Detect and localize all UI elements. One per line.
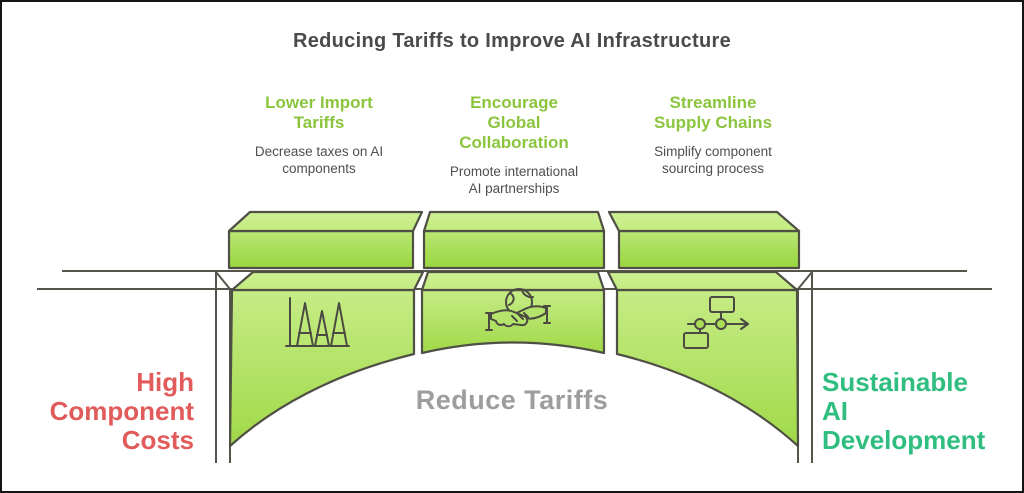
- column-description: Decrease taxes on AI components: [254, 144, 384, 176]
- block-left-top: [227, 210, 424, 233]
- left-pillar: [215, 271, 231, 463]
- arch-section-right-top: [606, 270, 799, 292]
- bridge-blocks: [227, 210, 801, 270]
- block-right-top: [607, 210, 801, 233]
- column-heading: Lower Import Tariffs: [265, 93, 373, 132]
- column-heading: Encourage Global Collaboration: [459, 93, 569, 152]
- column-description: Simplify component sourcing process: [654, 144, 772, 176]
- block-left-front: [227, 229, 415, 270]
- process-flow-icon: [683, 296, 749, 349]
- label-reduce-tariffs: Reduce Tariffs: [415, 385, 609, 415]
- block-right-front: [617, 229, 801, 270]
- global-handshake-icon: [485, 288, 551, 331]
- arch-section-right: [615, 288, 800, 448]
- arch-section-left: [228, 288, 416, 448]
- column-lower-import-tariffs: Lower Import Tariffs Decrease taxes on A…: [219, 93, 419, 177]
- right-pillar: [797, 271, 813, 463]
- label-high-component-costs: High Component Costs: [49, 367, 194, 455]
- block-center-front: [422, 229, 606, 270]
- tariff-chart-icon: [285, 297, 350, 347]
- column-heading: Streamline Supply Chains: [653, 93, 773, 132]
- column-description: Promote international AI partnerships: [449, 164, 579, 196]
- column-global-collaboration: Encourage Global Collaboration Promote i…: [414, 93, 614, 197]
- label-sustainable-ai-development: Sustainable AI Development: [822, 367, 986, 455]
- column-streamline-supply-chains: Streamline Supply Chains Simplify compon…: [613, 93, 813, 177]
- arch-section-left-top: [230, 270, 425, 292]
- page-title: Reducing Tariffs to Improve AI Infrastru…: [292, 30, 731, 52]
- arch-section-center-top: [420, 270, 606, 292]
- block-center-top: [422, 210, 606, 233]
